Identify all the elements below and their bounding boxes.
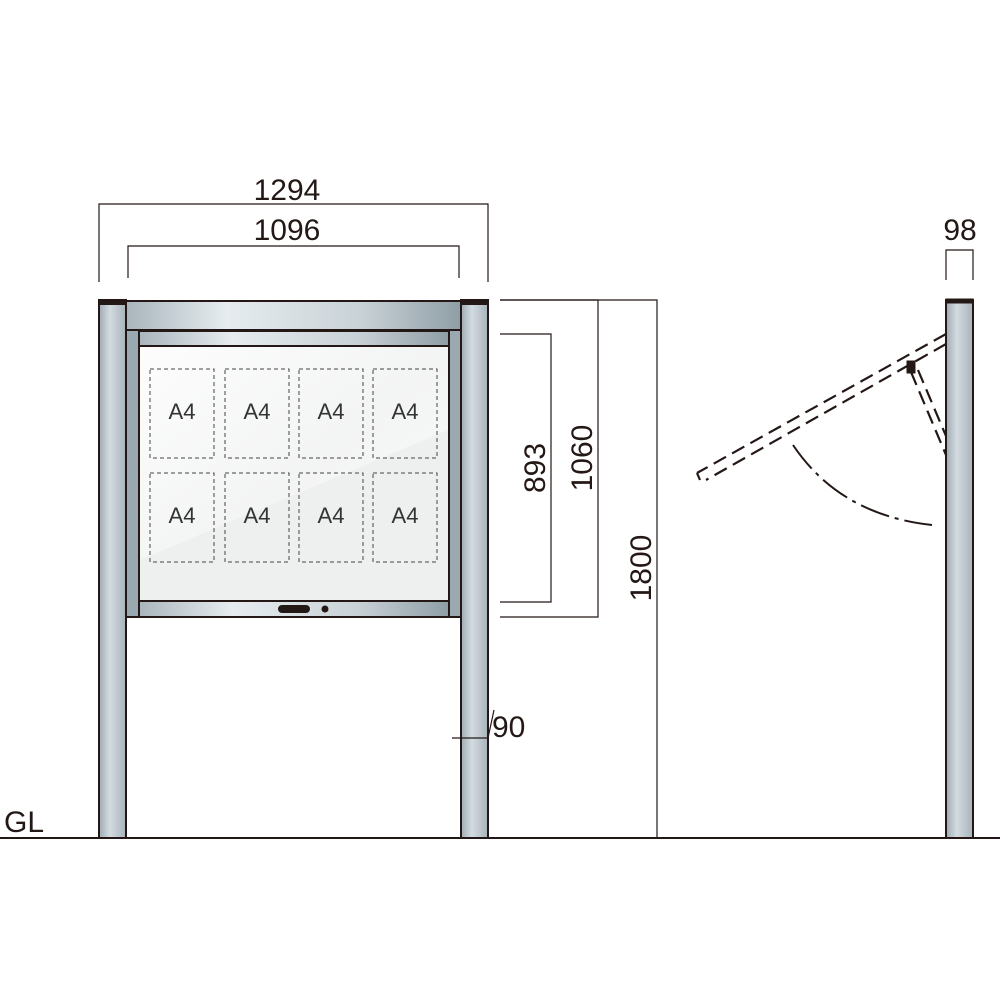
side-view xyxy=(695,298,974,839)
swing-arc xyxy=(792,444,933,526)
dimension-lines xyxy=(98,203,974,838)
a4-slot-label: A4 xyxy=(318,399,345,424)
dim-cabinet-height: 1060 xyxy=(566,425,599,492)
dim-board-width: 1096 xyxy=(254,214,321,247)
front-view xyxy=(98,299,489,839)
a4-slot-label: A4 xyxy=(244,399,271,424)
a4-slot-label: A4 xyxy=(169,503,196,528)
a4-slot xyxy=(149,472,215,563)
dim-total-height: 1800 xyxy=(625,535,658,602)
dim-post-depth: 98 xyxy=(943,214,976,247)
ground-label: GL xyxy=(4,806,44,839)
a4-slot-label: A4 xyxy=(392,503,419,528)
header-bar xyxy=(125,300,462,331)
a4-slot xyxy=(149,368,215,459)
dim-display-height: 893 xyxy=(519,443,552,493)
a4-slot-label: A4 xyxy=(392,399,419,424)
dim-overall-width: 1294 xyxy=(254,174,321,207)
a4-slot-label: A4 xyxy=(318,503,345,528)
strut-hinge xyxy=(906,360,916,374)
a4-slot-label: A4 xyxy=(169,399,196,424)
left-post xyxy=(98,299,127,839)
a4-slot xyxy=(224,368,290,459)
a4-slot-label: A4 xyxy=(244,503,271,528)
a4-slot xyxy=(224,472,290,563)
handle xyxy=(278,605,310,613)
a4-slot xyxy=(372,472,438,563)
open-door-outline xyxy=(695,333,948,481)
a4-slot xyxy=(372,368,438,459)
right-post xyxy=(460,299,489,839)
side-post xyxy=(945,299,974,839)
lock xyxy=(321,605,329,613)
dim-post-width: 90 xyxy=(492,711,525,744)
a4-slot xyxy=(298,368,364,459)
a4-slot xyxy=(298,472,364,563)
